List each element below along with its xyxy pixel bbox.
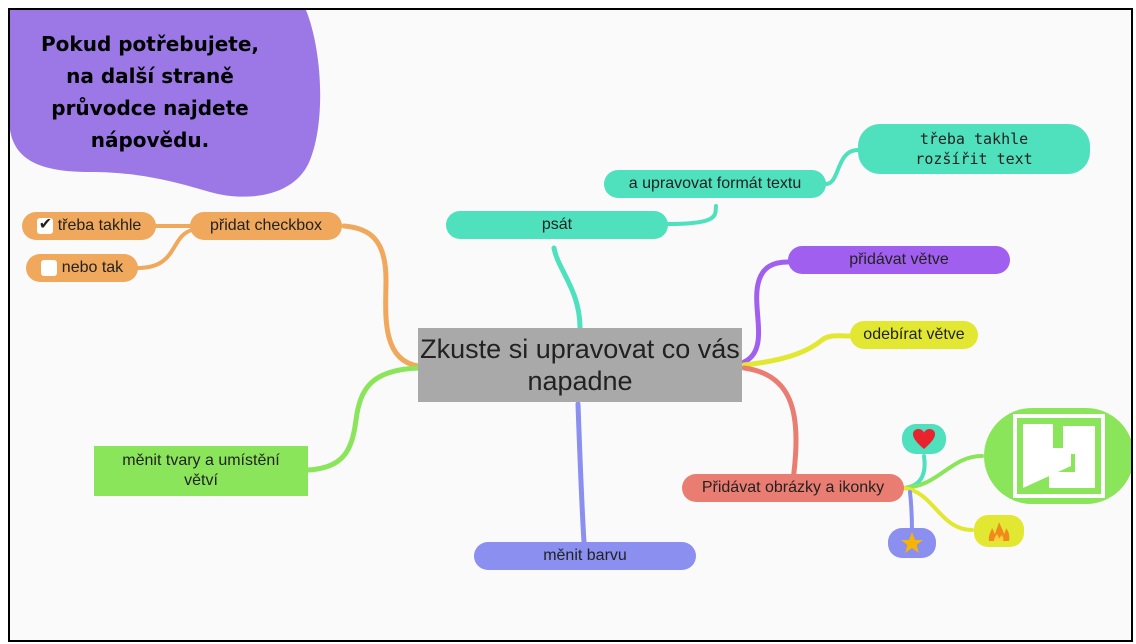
node-odebirat-vetve[interactable]: odebírat větve — [850, 321, 978, 349]
link-central-barvu — [575, 401, 587, 545]
heart-icon — [913, 429, 935, 449]
link-central-tvary — [305, 365, 421, 473]
link-central-psat — [551, 245, 583, 331]
link-central-checkbox — [341, 223, 421, 369]
node-rozsirit-text-label: třeba takhle rozšířit text — [915, 130, 1033, 168]
node-obrazky-ikonky[interactable]: Přidávat obrázky a ikonky — [682, 474, 904, 502]
node-pridat-checkbox[interactable]: přidat checkbox — [190, 212, 342, 240]
link-psat-format — [666, 204, 718, 226]
link-obrazky-logo — [902, 454, 984, 490]
checkbox-unchecked[interactable] — [40, 260, 57, 276]
link-central-odebirat — [741, 333, 853, 368]
branch-connectors — [136, 148, 984, 545]
app-logo-icon — [1013, 414, 1105, 498]
node-format-textu-label: a upravovat formát textu — [628, 175, 802, 192]
central-node-label: Zkuste si upravovat co vás napadne — [420, 334, 740, 396]
node-menit-barvu[interactable]: měnit barvu — [474, 542, 696, 570]
node-obrazky-ikonky-label: Přidávat obrázky a ikonky — [701, 479, 885, 496]
node-treba-takhle[interactable]: ✔ třeba takhle — [22, 212, 156, 240]
link-checkbox-nebotak — [136, 228, 194, 270]
node-treba-takhle-label: třeba takhle — [57, 217, 142, 234]
node-pridavat-vetve[interactable]: přidávat větve — [788, 246, 1010, 274]
node-psat[interactable]: psát — [446, 211, 668, 239]
app-logo-image[interactable] — [984, 408, 1131, 504]
node-odebirat-vetve-label: odebírat větve — [863, 326, 965, 343]
node-pridat-checkbox-label: přidat checkbox — [209, 217, 323, 234]
help-blob-text: Pokud potřebujete, na další straně průvo… — [41, 32, 259, 152]
link-format-rozsirit — [824, 148, 860, 186]
help-blob — [10, 10, 321, 197]
node-menit-barvu-label: měnit barvu — [543, 547, 627, 564]
star-chip[interactable] — [888, 528, 936, 558]
link-obrazky-star — [908, 490, 914, 534]
central-node[interactable]: Zkuste si upravovat co vás napadne — [418, 328, 742, 402]
node-nebo-tak-label: nebo tak — [61, 259, 124, 276]
checkmark-icon: ✔ — [38, 216, 53, 233]
link-central-obrazky — [741, 365, 799, 485]
star-icon — [901, 532, 923, 553]
node-psat-label: psát — [541, 216, 573, 233]
node-menit-tvary-label: měnit tvary a umístění větví — [122, 452, 280, 489]
fire-chip[interactable] — [974, 515, 1024, 547]
heart-chip[interactable] — [902, 424, 946, 454]
link-central-pridavat — [741, 259, 791, 365]
node-format-textu[interactable]: a upravovat formát textu — [604, 170, 826, 198]
node-pridavat-vetve-label: přidávat větve — [849, 251, 949, 268]
mind-map-canvas: Pokud potřebujete, na další straně průvo… — [8, 8, 1133, 642]
node-nebo-tak[interactable]: nebo tak — [26, 254, 138, 282]
checkbox-checked[interactable]: ✔ — [36, 216, 53, 234]
link-obrazky-fire — [902, 486, 974, 532]
fire-icon — [988, 522, 1010, 541]
node-menit-tvary[interactable]: měnit tvary a umístění větví — [94, 446, 308, 496]
node-rozsirit-text[interactable]: třeba takhle rozšířit text — [858, 124, 1090, 174]
